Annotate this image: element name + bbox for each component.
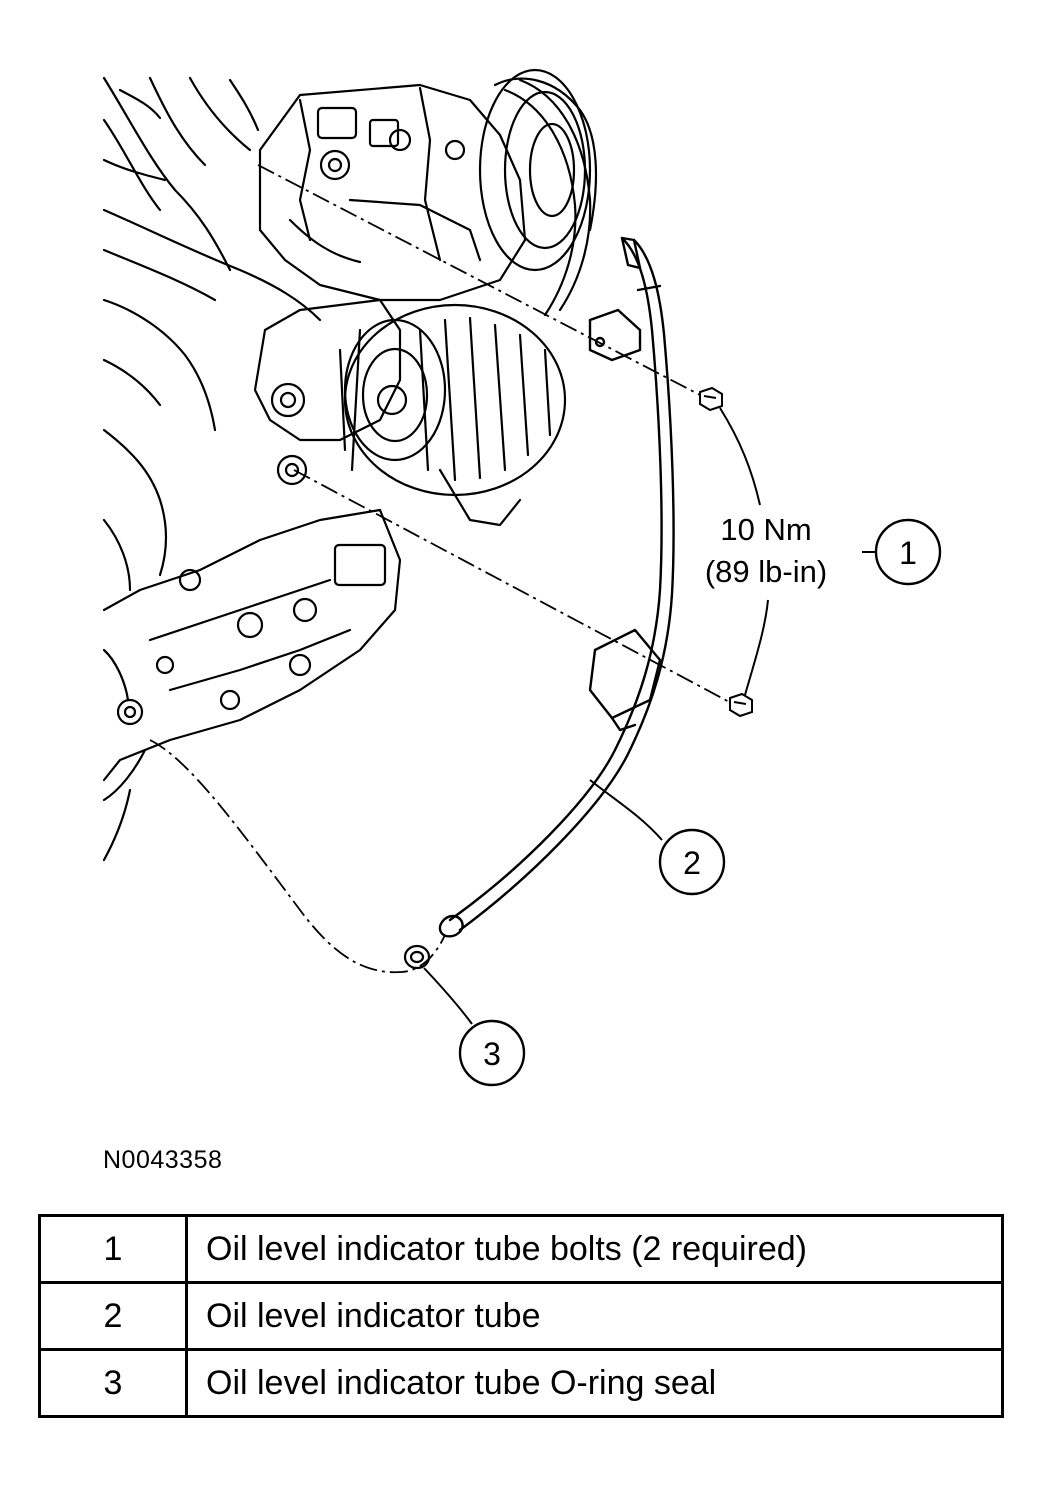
legend-item-description: Oil level indicator tube <box>185 1281 1004 1351</box>
alignment-lines <box>149 164 736 974</box>
callout-1: 1 <box>874 518 942 586</box>
upper-bolt <box>699 386 723 412</box>
figure-id: N0043358 <box>103 1146 223 1174</box>
leader-lines <box>423 407 876 1025</box>
legend-row: 2 Oil level indicator tube <box>38 1281 1004 1351</box>
tube-bolts <box>699 386 753 718</box>
engine-illustration: 10 Nm (89 lb-in) 1 2 3 <box>102 68 942 1087</box>
lower-bolt <box>729 692 753 718</box>
legend-item-number: 2 <box>38 1281 188 1351</box>
torque-metric: 10 Nm <box>720 512 811 547</box>
legend-item-number: 1 <box>38 1214 188 1284</box>
oil-level-indicator-tube <box>438 236 675 938</box>
engine-drawing <box>102 68 598 862</box>
callout-1-label: 1 <box>899 535 917 571</box>
callout-3: 3 <box>458 1019 526 1087</box>
legend-row: 3 Oil level indicator tube O-ring seal <box>38 1348 1004 1418</box>
legend-item-description: Oil level indicator tube O-ring seal <box>185 1348 1004 1418</box>
torque-imperial: (89 lb-in) <box>705 554 827 589</box>
callout-3-label: 3 <box>483 1036 501 1072</box>
legend-table: 1 Oil level indicator tube bolts (2 requ… <box>38 1214 1004 1418</box>
callout-2: 2 <box>658 828 726 896</box>
legend-item-description: Oil level indicator tube bolts (2 requir… <box>185 1214 1004 1284</box>
o-ring-seal <box>403 944 431 970</box>
legend-row: 1 Oil level indicator tube bolts (2 requ… <box>38 1214 1004 1284</box>
callout-2-label: 2 <box>683 845 701 881</box>
legend-item-number: 3 <box>38 1348 188 1418</box>
